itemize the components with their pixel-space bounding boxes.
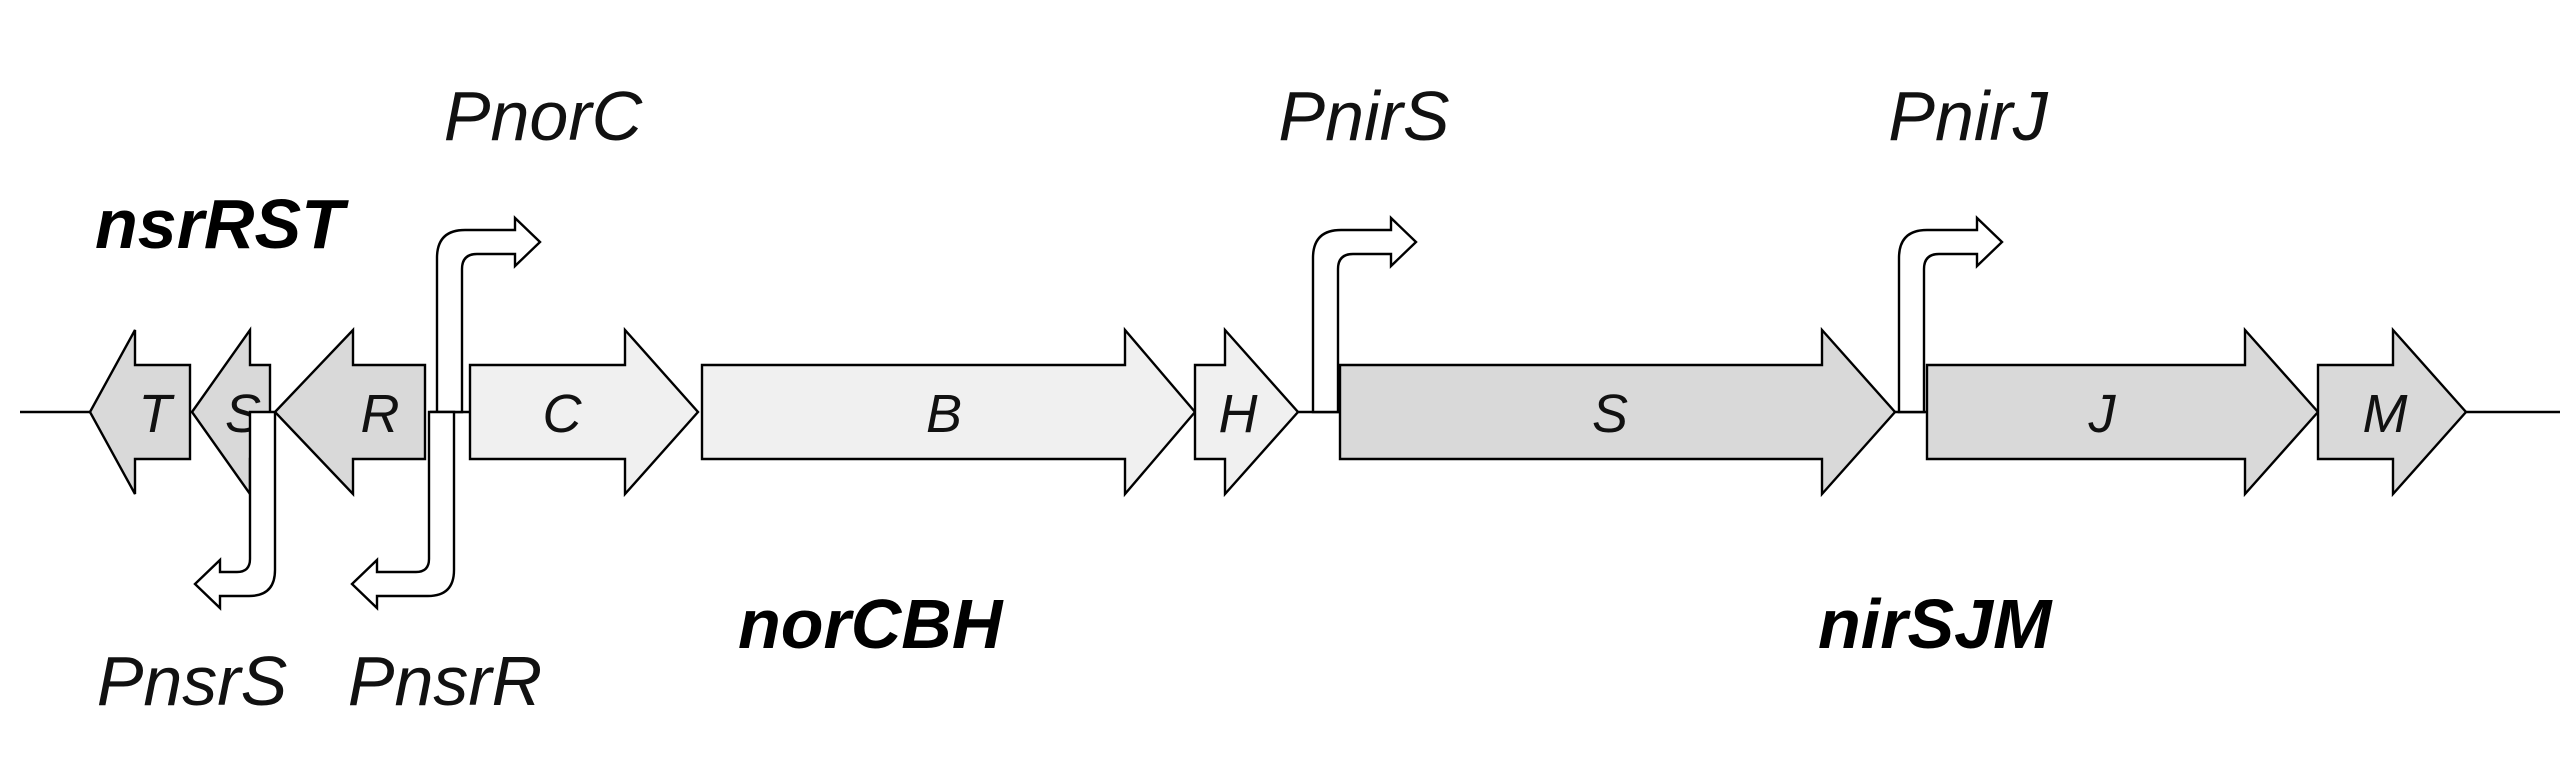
- promoter-arrows: [193, 215, 2004, 611]
- gene-nirJ: J: [1925, 326, 2320, 498]
- promoter-arrow-PnirJ: [1897, 215, 2004, 414]
- gene-norH-label: H: [1219, 384, 1259, 444]
- promoter-label-PnorC: PnorC: [444, 77, 643, 155]
- promoter-label-PnsrR: PnsrR: [348, 642, 542, 720]
- gene-nsrR-label: R: [361, 384, 400, 444]
- gene-nirM-label: M: [2363, 384, 2408, 444]
- promoter-arrow-PnirS: [1311, 215, 1418, 414]
- gene-nirS: S: [1338, 326, 1897, 498]
- operon-labels: nsrRST norCBH nirSJM: [95, 185, 2053, 663]
- gene-norH: H: [1193, 326, 1300, 498]
- promoter-arrow-PnsrR: [350, 410, 456, 611]
- operon-label-nirSJM: nirSJM: [1818, 585, 2053, 663]
- gene-norC: C: [468, 326, 700, 498]
- operon-label-norCBH: norCBH: [738, 585, 1004, 663]
- gene-norB-label: B: [926, 384, 962, 444]
- operon-label-nsrRST: nsrRST: [95, 185, 349, 263]
- promoter-label-PnirS: PnirS: [1278, 77, 1449, 155]
- gene-norB: B: [700, 326, 1197, 498]
- gene-nsrR: R: [273, 326, 427, 498]
- promoter-arrow-PnsrS: [193, 410, 277, 611]
- promoter-label-PnsrS: PnsrS: [97, 642, 288, 720]
- gene-nirM: M: [2316, 326, 2468, 498]
- gene-nirJ-label: J: [2088, 384, 2117, 444]
- gene-nirS-label: S: [1592, 384, 1628, 444]
- promoter-labels: PnorC PnirS PnirJ PnsrS PnsrR: [97, 77, 2049, 720]
- gene-norC-label: C: [543, 384, 583, 444]
- promoter-arrow-PnorC: [435, 215, 542, 414]
- gene-nsrT: T: [88, 329, 192, 495]
- gene-nsrT-label: T: [139, 384, 176, 444]
- promoter-label-PnirJ: PnirJ: [1888, 77, 2048, 155]
- genes: T S R C B H S J: [88, 326, 2468, 498]
